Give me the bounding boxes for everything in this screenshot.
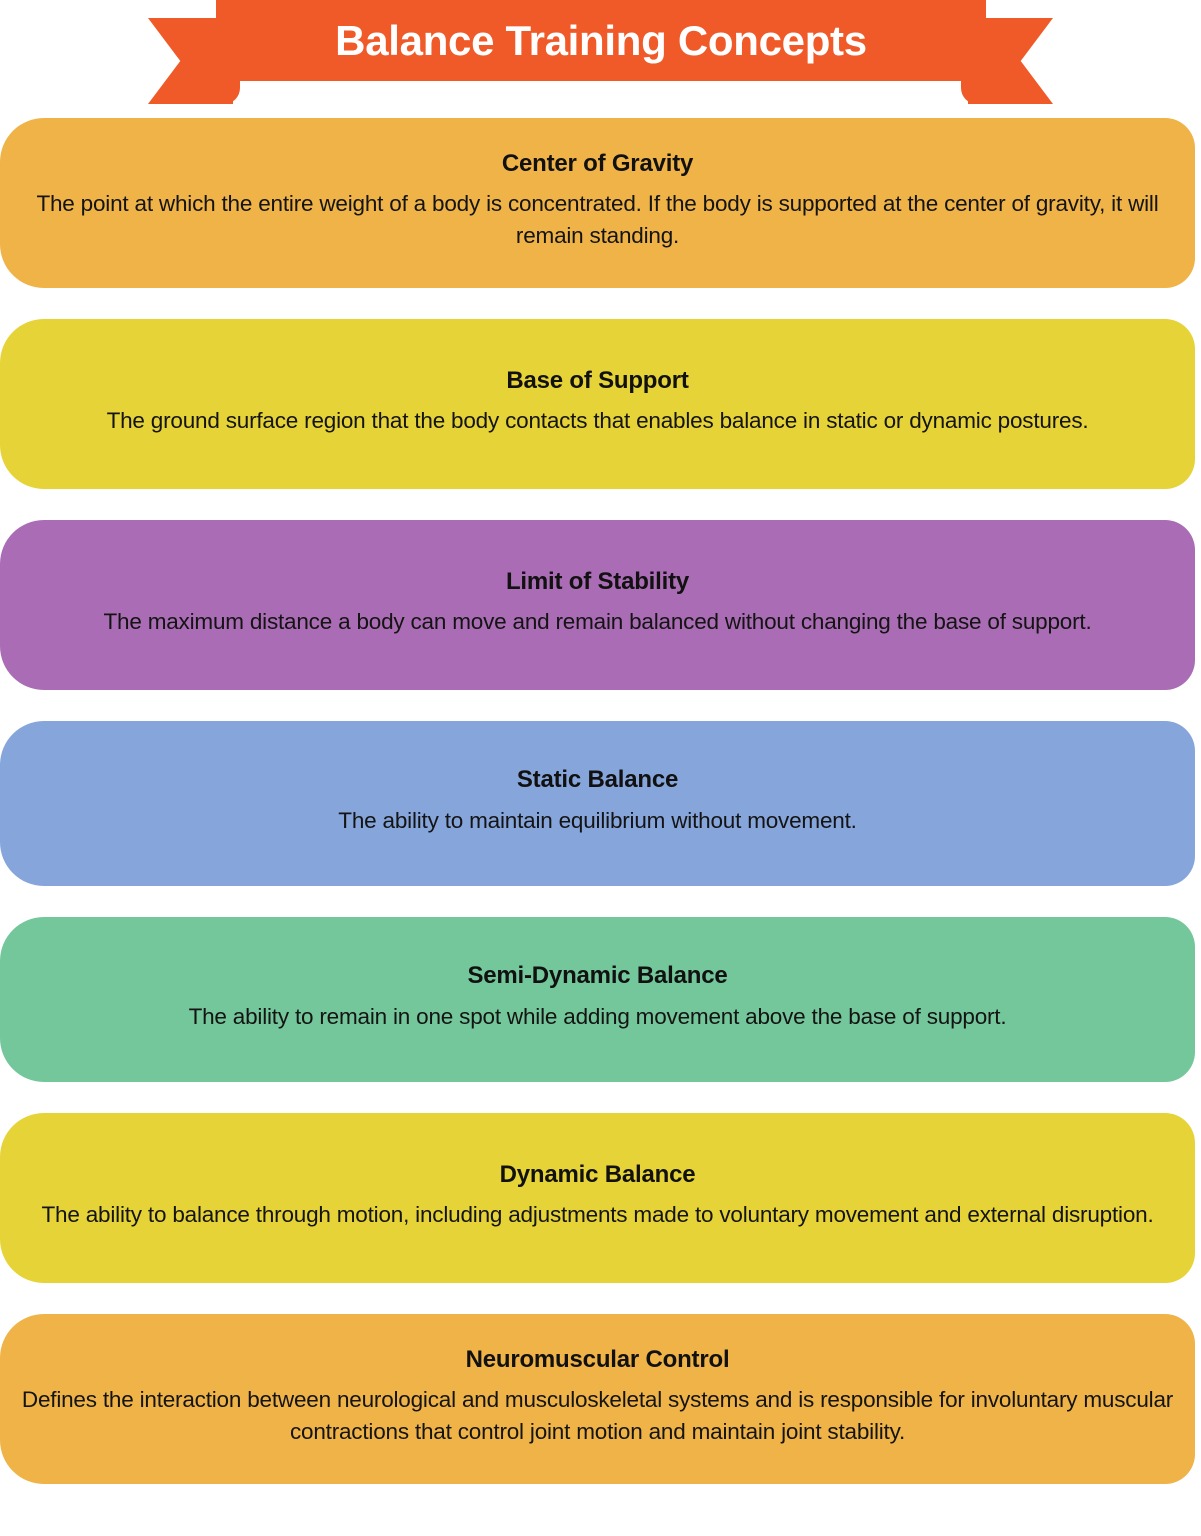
concept-title: Dynamic Balance [499, 1160, 696, 1188]
concept-title: Base of Support [506, 366, 689, 394]
concept-bar-base-of-support[interactable]: Base of Support The ground surface regio… [0, 319, 1195, 489]
concept-bar-neuromuscular-control[interactable]: Neuromuscular Control Defines the intera… [0, 1314, 1195, 1484]
concept-description: Defines the interaction between neurolog… [21, 1387, 1174, 1445]
concept-bar-limit-of-stability[interactable]: Limit of Stability The maximum distance … [0, 520, 1195, 690]
concept-description: The ability to balance through motion, i… [41, 1202, 1154, 1228]
concept-bar-center-of-gravity[interactable]: Center of Gravity The point at which the… [0, 118, 1195, 288]
concept-bar-dynamic-balance[interactable]: Dynamic Balance The ability to balance t… [0, 1113, 1195, 1283]
ribbon-band: Balance Training Concepts [216, 0, 986, 81]
concept-description: The ability to maintain equilibrium with… [338, 807, 857, 833]
concept-title: Center of Gravity [501, 149, 694, 177]
banner: Balance Training Concepts [0, 0, 1201, 118]
concept-description: The point at which the entire weight of … [36, 191, 1159, 249]
concept-title: Semi-Dynamic Balance [467, 962, 728, 990]
concept-bar-semi-dynamic-balance[interactable]: Semi-Dynamic Balance The ability to rema… [0, 917, 1195, 1082]
concept-title: Neuromuscular Control [465, 1345, 730, 1373]
concept-description: The maximum distance a body can move and… [103, 609, 1092, 635]
concept-list: Center of Gravity The point at which the… [0, 118, 1201, 1484]
concept-description: The ground surface region that the body … [106, 408, 1089, 434]
concept-bar-static-balance[interactable]: Static Balance The ability to maintain e… [0, 721, 1195, 886]
concept-description: The ability to remain in one spot while … [188, 1003, 1007, 1029]
concept-title: Limit of Stability [505, 567, 690, 595]
page-title: Balance Training Concepts [335, 16, 867, 64]
concept-title: Static Balance [516, 766, 679, 794]
